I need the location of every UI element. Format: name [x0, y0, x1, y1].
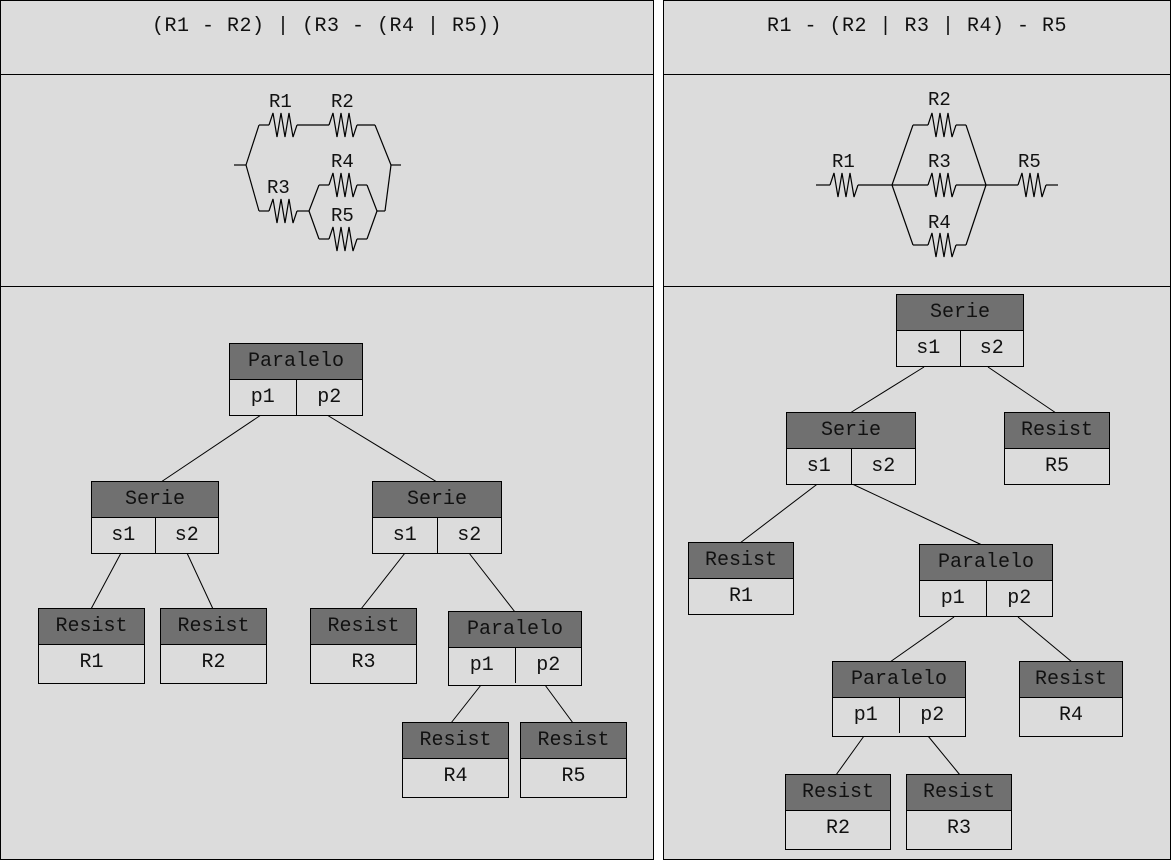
node-title: Resist — [1005, 413, 1109, 449]
left-node-paralelo-root: Paralelo p1 p2 — [229, 343, 363, 416]
node-title: Resist — [403, 723, 508, 759]
right-label-r2: R2 — [928, 89, 951, 111]
right-label-r1: R1 — [832, 151, 855, 173]
node-value: R5 — [1044, 455, 1069, 478]
node-port-a: s1 — [916, 337, 941, 360]
node-port-a: p1 — [853, 704, 878, 727]
right-label-r4: R4 — [928, 212, 951, 234]
node-port-b: p2 — [514, 648, 582, 683]
right-node-resist-r5: Resist R5 — [1004, 412, 1110, 485]
node-title: Paralelo — [449, 612, 581, 648]
left-tree-connectors — [90, 414, 574, 724]
node-title: Resist — [311, 609, 416, 645]
right-node-resist-r2: Resist R2 — [785, 774, 891, 850]
left-panel: (R1 - R2) | (R3 - (R4 | R5)) — [0, 0, 654, 860]
node-port-b: s2 — [850, 449, 916, 484]
node-title: Resist — [1020, 662, 1122, 698]
left-node-serie-left: Serie s1 s2 — [91, 481, 219, 554]
node-title: Resist — [907, 775, 1011, 811]
node-title: Resist — [161, 609, 266, 645]
node-value: R5 — [561, 765, 586, 788]
node-title: Serie — [897, 295, 1023, 331]
right-circuit-diagram: R1 R2 R3 R4 R5 — [816, 89, 1058, 258]
node-title: Paralelo — [920, 545, 1052, 581]
node-title: Resist — [39, 609, 144, 645]
node-port-a: p1 — [469, 654, 494, 677]
node-port-b: p2 — [295, 380, 363, 415]
node-value: R3 — [351, 651, 376, 674]
node-port-a: s1 — [392, 524, 417, 547]
node-port-b: s2 — [959, 331, 1024, 366]
right-tree-connectors — [739, 366, 1073, 776]
left-node-resist-r3: Resist R3 — [310, 608, 417, 684]
node-port-b: s2 — [436, 518, 502, 553]
right-label-r5: R5 — [1018, 151, 1041, 173]
right-node-serie-root: Serie s1 s2 — [896, 294, 1024, 367]
right-node-serie-inner: Serie s1 s2 — [786, 412, 916, 485]
right-circuit-row: R1 R2 R3 R4 R5 — [664, 75, 1170, 287]
node-title: Serie — [92, 482, 218, 518]
left-node-resist-r2: Resist R2 — [160, 608, 267, 684]
left-label-r5: R5 — [331, 205, 354, 227]
node-title: Serie — [787, 413, 915, 449]
node-port-a: p1 — [940, 587, 965, 610]
left-node-resist-r4: Resist R4 — [402, 722, 509, 798]
left-circuit-row: R1 R2 R3 R4 R5 — [1, 75, 653, 287]
right-node-paralelo-outer: Paralelo p1 p2 — [919, 544, 1053, 617]
node-title: Resist — [689, 543, 793, 579]
left-node-paralelo-inner: Paralelo p1 p2 — [448, 611, 582, 686]
node-port-b: p2 — [985, 581, 1053, 616]
node-title: Resist — [786, 775, 890, 811]
right-panel: R1 - (R2 | R3 | R4) - R5 — [663, 0, 1171, 860]
node-port-b: s2 — [154, 518, 219, 553]
node-value: R3 — [946, 817, 971, 840]
node-value: R4 — [1058, 704, 1083, 727]
right-label-r3: R3 — [928, 151, 951, 173]
left-node-serie-right: Serie s1 s2 — [372, 481, 502, 554]
node-value: R1 — [79, 651, 104, 674]
left-label-r2: R2 — [331, 91, 354, 113]
left-label-r3: R3 — [267, 177, 290, 199]
node-port-a: s1 — [806, 455, 831, 478]
left-label-r1: R1 — [269, 91, 292, 113]
node-title: Resist — [521, 723, 626, 759]
node-value: R1 — [728, 585, 753, 608]
node-port-a: s1 — [111, 524, 136, 547]
node-title: Serie — [373, 482, 501, 518]
right-node-resist-r1: Resist R1 — [688, 542, 794, 615]
left-node-resist-r5: Resist R5 — [520, 722, 627, 798]
left-formula: (R1 - R2) | (R3 - (R4 | R5)) — [1, 1, 653, 75]
node-title: Paralelo — [230, 344, 362, 380]
node-value: R2 — [825, 817, 850, 840]
node-port-a: p1 — [250, 386, 275, 409]
right-node-resist-r4: Resist R4 — [1019, 661, 1123, 737]
right-node-paralelo-inner: Paralelo p1 p2 — [832, 661, 966, 737]
left-node-resist-r1: Resist R1 — [38, 608, 145, 684]
node-value: R4 — [443, 765, 468, 788]
left-circuit-diagram: R1 R2 R3 R4 R5 — [234, 91, 401, 252]
node-title: Paralelo — [833, 662, 965, 698]
left-label-r4: R4 — [331, 151, 354, 173]
right-formula: R1 - (R2 | R3 | R4) - R5 — [664, 1, 1170, 75]
node-value: R2 — [201, 651, 226, 674]
node-port-b: p2 — [898, 698, 966, 733]
right-node-resist-r3: Resist R3 — [906, 774, 1012, 850]
